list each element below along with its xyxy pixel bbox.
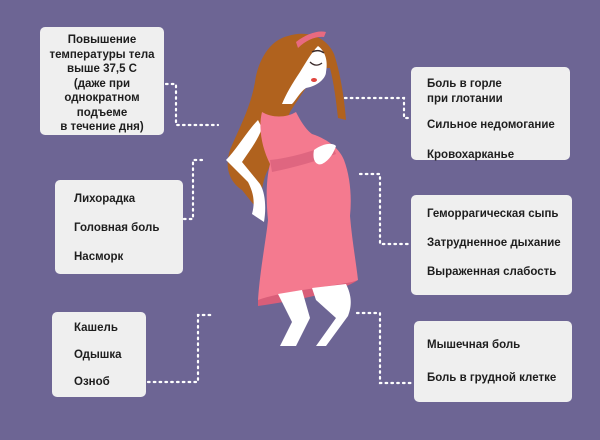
hand-shape — [313, 143, 336, 165]
legs-shape — [278, 284, 351, 346]
face-shape — [282, 46, 327, 104]
symptom-box-pain: Мышечная боль Боль в грудной клетке — [414, 321, 572, 402]
symptom-item: Кашель — [74, 322, 118, 334]
symptom-box-rash: Геморрагическая сыпь Затрудненное дыхани… — [411, 195, 572, 295]
symptom-text: температуры тела — [49, 48, 155, 61]
symptom-box-fever: Лихорадка Головная боль Насморк — [55, 180, 183, 274]
symptom-text: выше 37,5 С — [67, 63, 137, 75]
headband-shape — [296, 31, 326, 48]
symptom-box-temperature: Повышение температуры тела выше 37,5 С (… — [40, 27, 164, 135]
eyebrow-shape — [311, 49, 325, 54]
symptom-item: Кровохарканье — [427, 148, 515, 161]
symptom-text: в течение дня) — [60, 121, 144, 133]
symptom-item: Боль в грудной клетке — [427, 372, 557, 384]
symptom-item: при глотании — [427, 92, 503, 105]
symptom-text: подъеме — [76, 106, 128, 119]
symptom-item: Геморрагическая сыпь — [427, 208, 559, 220]
arm-left-shape — [226, 120, 266, 222]
symptom-item: Насморк — [74, 251, 124, 263]
symptom-item: Озноб — [74, 376, 110, 388]
symptom-text: (даже при — [73, 77, 131, 90]
symptom-item: Выраженная слабость — [427, 266, 557, 278]
symptom-item: Мышечная боль — [427, 339, 521, 351]
eye-shape — [309, 61, 323, 66]
symptom-item: Лихорадка — [74, 193, 136, 205]
dotted-connectors — [146, 82, 414, 385]
symptom-item: Головная боль — [74, 222, 160, 234]
symptom-item: Затрудненное дыхание — [427, 237, 561, 249]
symptom-text: Повышение — [67, 34, 137, 46]
hair-shape — [227, 33, 346, 210]
symptom-item: Боль в горле — [427, 78, 502, 90]
symptom-box-throat: Боль в горле при глотании Сильное недомо… — [411, 67, 570, 161]
dress-shape — [258, 112, 358, 300]
symptom-item: Сильное недомогание — [427, 119, 555, 131]
symptom-text: однократном — [64, 92, 140, 104]
symptom-item: Одышка — [74, 349, 122, 361]
lips-shape — [311, 78, 317, 82]
symptom-box-cough: Кашель Одышка Озноб — [52, 312, 146, 397]
